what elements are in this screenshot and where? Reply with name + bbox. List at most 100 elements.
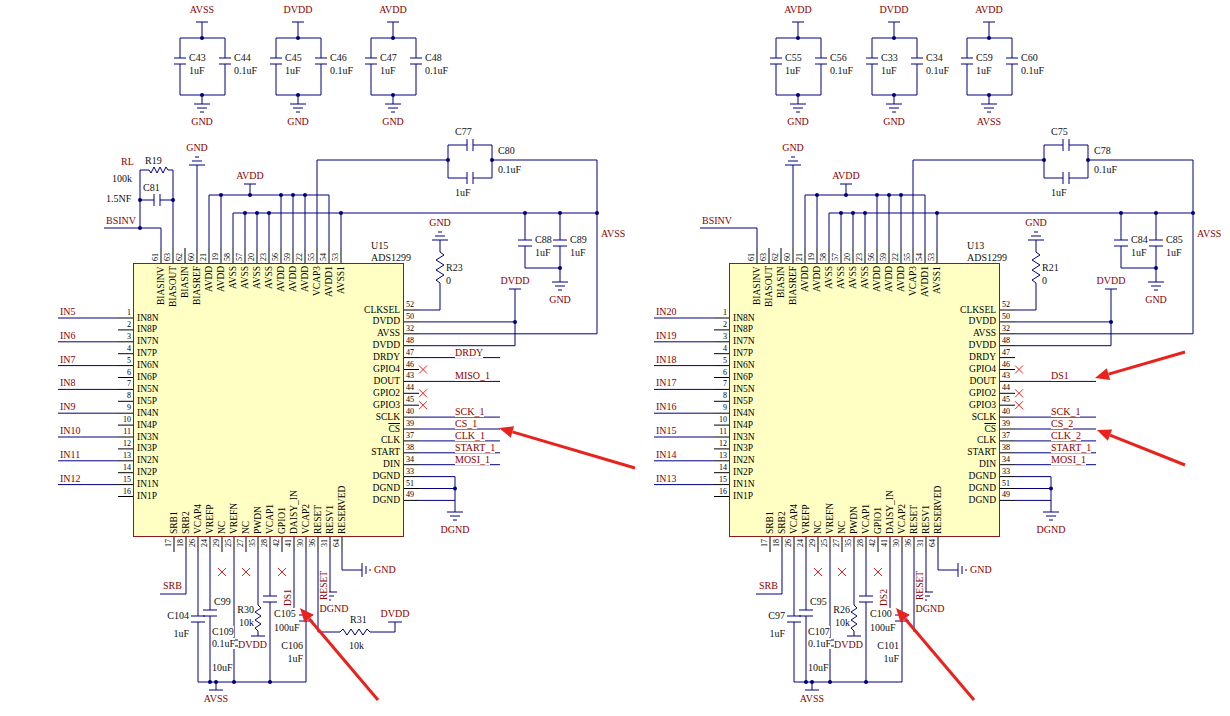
power-label: GND [1025,217,1047,228]
pin-name: AVSS [848,266,859,289]
pin-number: 24 [200,539,209,547]
part-label: 100uF [274,622,300,633]
pin-number: 60 [783,253,792,261]
pin-number: 47 [406,348,414,357]
net-label: IN11 [60,449,80,460]
part-number: ADS1299 [967,252,1007,263]
pin-name: NC [217,521,228,534]
pin-number: 12 [719,439,727,448]
pin-number: 34 [406,455,414,464]
power-label: AVSS [977,116,1001,127]
part-label: C77 [455,126,472,137]
net-label: MOSI_1 [455,454,490,465]
pin-number: 59 [283,253,292,261]
pin-name: RESERVED [337,486,348,534]
part-label: 0.1uF [498,164,521,175]
pin-name: IN1N [137,479,159,490]
pin-name: DAISY_IN [289,490,300,534]
pin-number: 62 [175,253,184,261]
power-label: GND [429,217,451,228]
pin-number: 47 [1002,348,1010,357]
pin-number: 26 [784,539,793,547]
pin-name: VCAP4 [193,504,204,534]
pin-number: 1 [127,308,131,317]
pin-name: AVDD [204,266,215,292]
part-label: C44 [234,52,251,63]
power-label: GND [782,142,804,153]
part-label: C81 [143,182,160,193]
part-label: C55 [785,52,802,63]
pin-number: 40 [406,407,414,416]
pin-name: IN1P [733,491,753,502]
pin-number: 61 [747,253,756,261]
part-label: C97 [768,610,785,621]
part-label: 0.1uF [1021,65,1044,76]
pin-number: 23 [855,253,864,261]
pin-number: 51 [406,479,414,488]
pin-number: 19 [807,253,816,261]
part-label: C104 [167,610,189,621]
pin-name: BIASOUT [764,266,775,307]
part-label: 1uF [1051,187,1067,198]
pin-name: AVDD [276,266,287,292]
pin-name: IN6P [733,372,753,383]
power-label: DVDD [381,608,410,619]
pin-number: 12 [123,439,131,448]
pin-name: RESERVED [933,486,944,534]
pin-name: BIASINV [156,266,167,305]
pin-number: 55 [307,253,316,261]
power-label: AVSS [190,4,214,15]
part-label: C47 [380,52,397,63]
pin-name: IN1N [733,479,755,490]
net-label: IN10 [60,425,81,436]
net-label: SCK_1 [455,406,484,417]
pin-name: AVSS [252,266,263,289]
net-label: IN7 [60,354,76,365]
pin-name: AVSS [860,266,871,289]
pin-number: 46 [1002,360,1010,369]
net-label: RESET [915,571,925,600]
pin-number: 54 [319,253,328,261]
pin-number: 13 [123,451,131,460]
pin-number: 45 [406,395,414,404]
pin-name: BIASREF [788,266,799,305]
part-label: C99 [214,596,231,607]
part-label: 10k [835,617,850,628]
pin-number: 44 [1002,383,1010,392]
pin-number: 2 [127,320,131,329]
pin-name: RESV1 [325,505,336,534]
power-label: DGND [320,603,349,614]
part-label: 1uF [285,65,301,76]
pin-number: 39 [406,419,414,428]
part-label: 10uF [212,662,233,673]
power-label: AVSS [1197,228,1221,239]
part-label: 10k [349,640,364,651]
pin-name: IN2P [733,467,753,478]
pin-number: 29 [212,539,221,547]
pin-name: START [371,447,400,458]
pin-number: 57 [831,253,840,261]
part-label: C85 [1166,234,1183,245]
pin-name: AVDD [800,266,811,292]
power-label: GND [287,116,309,127]
pin-name: GPIO4 [969,364,996,375]
pin-name: DGND [969,471,996,482]
pin-name: IN4P [137,420,157,431]
pin-number: 9 [723,403,727,412]
pin-name: GPIO4 [373,364,400,375]
pin-number: 58 [223,253,232,261]
part-label: C34 [926,52,943,63]
pin-name: VREFP [205,504,216,534]
pin-number: 59 [879,253,888,261]
pin-name: VCAP1 [265,504,276,534]
part-label: R21 [1042,262,1059,273]
pin-number: 1 [723,308,727,317]
part-label: 0.1uF [212,638,235,649]
pin-number: 10 [719,415,727,424]
part-label: 1uF [1166,247,1182,258]
pin-number: 5 [723,356,727,365]
pin-number: 37 [1002,431,1010,440]
part-label: 1uF [455,187,471,198]
pin-number: 58 [819,253,828,261]
pin-number: 11 [123,427,131,436]
